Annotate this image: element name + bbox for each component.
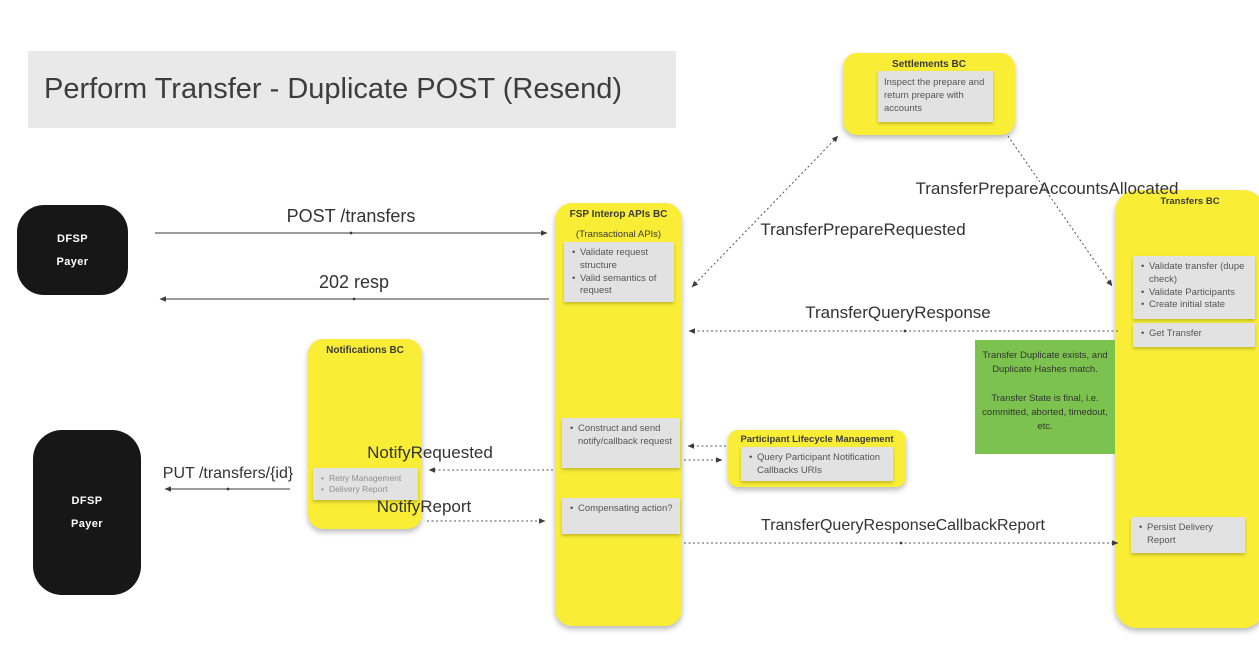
fsp-interop-apis-bc-node: FSP Interop APIs BC (Transactional APIs)…	[555, 203, 682, 626]
message-label-post-transfers: POST /transfers	[286, 206, 416, 226]
participant-lifecycle-task: Query Participant Notification Callbacks…	[741, 447, 893, 481]
transfers-bc-title: Transfers BC	[1160, 196, 1220, 207]
task-item: Validate transfer (dupe check)	[1138, 261, 1251, 287]
task-item: Create initial state	[1138, 299, 1251, 312]
actor-line1: DFSP	[71, 495, 103, 507]
message-label-202-resp: 202 resp	[318, 272, 390, 292]
transfers-persist-task: Persist Delivery Report	[1131, 517, 1245, 553]
notifications-task: Retry Management Delivery Report	[313, 468, 418, 500]
transfers-get-task: Get Transfer	[1133, 323, 1255, 347]
message-label-transfer-prepare-requested: TransferPrepareRequested	[760, 220, 966, 239]
message-label-put-transfers-id: PUT /transfers/{id}	[162, 465, 294, 482]
settlements-task: Inspect the prepare and return prepare w…	[878, 71, 993, 122]
task-item: Valid semantics of request	[569, 273, 670, 299]
notifications-bc-node: Notifications BC Retry Management Delive…	[308, 339, 422, 529]
task-item: Persist Delivery Report	[1136, 522, 1241, 548]
connector-midpoint	[226, 487, 230, 491]
participant-lifecycle-title: Participant Lifecycle Management	[740, 434, 894, 445]
message-label-transfer-prepare-accounts-allocated: TransferPrepareAccountsAllocated	[915, 179, 1179, 198]
actor-line2: Payer	[71, 518, 103, 530]
actor-dfsp-payer-bottom: DFSP Payer	[33, 430, 141, 595]
task-item: Retry Management	[318, 473, 414, 485]
task-item: Construct and send notify/callback reque…	[567, 423, 676, 449]
task-item: Query Participant Notification Callbacks…	[746, 452, 889, 478]
connector-midpoint	[349, 231, 353, 235]
transfers-bc-node: Transfers BC Validate transfer (dupe che…	[1115, 190, 1259, 628]
fsp-validate-task: Validate request structure Valid semanti…	[564, 242, 674, 302]
task-item: Validate Participants	[1138, 287, 1251, 300]
message-label-notify-requested: NotifyRequested	[367, 443, 493, 462]
actor-line1: DFSP	[57, 232, 88, 245]
message-label-transfer-query-response-callback-report: TransferQueryResponseCallbackReport	[761, 517, 1045, 534]
fsp-interop-bc-subtitle: (Transactional APIs)	[575, 229, 662, 240]
message-label-notify-report: NotifyReport	[376, 497, 472, 516]
duplicate-note: Transfer Duplicate exists, and Duplicate…	[975, 340, 1115, 454]
task-item: Compensating action?	[567, 503, 676, 516]
task-item: Get Transfer	[1138, 328, 1251, 341]
connector-midpoint	[352, 297, 356, 301]
participant-lifecycle-node: Participant Lifecycle Management Query P…	[728, 430, 906, 487]
diagram-title: Perform Transfer - Duplicate POST (Resen…	[28, 51, 676, 128]
fsp-construct-notify-task: Construct and send notify/callback reque…	[562, 418, 680, 468]
connector-midpoint	[903, 329, 907, 333]
notifications-bc-title: Notifications BC	[326, 345, 404, 356]
transfers-validate-task: Validate transfer (dupe check) Validate …	[1133, 256, 1255, 319]
actor-dfsp-payer-top: DFSP Payer	[17, 205, 128, 295]
task-item: Delivery Report	[318, 484, 414, 496]
fsp-compensating-task: Compensating action?	[562, 498, 680, 534]
connector-midpoint	[899, 541, 903, 545]
arrow-transfer-prepare-accounts-allocated	[1007, 135, 1113, 287]
message-label-transfer-query-response: TransferQueryResponse	[805, 303, 991, 322]
note-paragraph: Transfer Duplicate exists, and Duplicate…	[982, 350, 1108, 376]
task-item: Validate request structure	[569, 247, 670, 273]
settlements-bc-title: Settlements BC	[892, 59, 966, 70]
actor-line2: Payer	[56, 255, 89, 268]
fsp-interop-bc-title: FSP Interop APIs BC	[569, 209, 668, 220]
arrow-transfer-prepare-requested	[691, 135, 839, 288]
settlements-bc-node: Settlements BC Inspect the prepare and r…	[843, 53, 1015, 135]
note-paragraph: Transfer State is final, i.e. committed,…	[982, 392, 1108, 433]
